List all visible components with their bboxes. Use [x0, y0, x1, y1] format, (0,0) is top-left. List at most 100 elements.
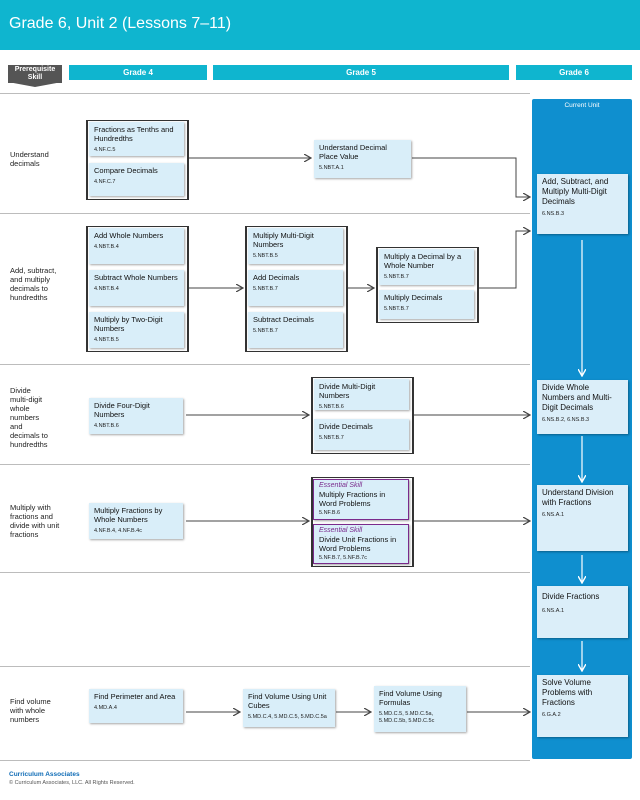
- lesson-title: Divide Whole Numbers and Multi-Digit Dec…: [542, 383, 612, 412]
- standard-code: 4.MD.A.4: [94, 705, 117, 711]
- lesson-title: Add, Subtract, and Multiply Multi-Digit …: [542, 177, 609, 206]
- lesson-box-subtract-decimals[interactable]: Subtract Decimals 5.NBT.B.7: [248, 312, 343, 348]
- lesson-box-volume-formulas[interactable]: Find Volume Using Formulas 5.MD.C.5, 5.M…: [374, 686, 466, 732]
- footer-brand: Curriculum Associates: [9, 771, 80, 778]
- row-divider: [0, 666, 530, 667]
- row-divider: [0, 760, 530, 761]
- standard-code: 6.G.A.2: [542, 712, 561, 718]
- lesson-title: Subtract Whole Numbers: [94, 273, 178, 282]
- lesson-box-divide-multidigit[interactable]: Divide Multi-Digit Numbers 5.NBT.B.6: [314, 379, 409, 410]
- lesson-box-multiply-multidigit[interactable]: Multiply Multi-Digit Numbers 5.NBT.B.5: [248, 228, 343, 264]
- lesson-box-compare-decimals[interactable]: Compare Decimals 4.NF.C.7: [89, 163, 184, 196]
- lesson-title: Divide Decimals: [319, 422, 373, 431]
- standard-code: 5.NBT.B.7: [384, 306, 409, 312]
- lesson-box-perimeter-area[interactable]: Find Perimeter and Area 4.MD.A.4: [89, 689, 183, 723]
- lesson-box-divide-unit-fractions-word-problems[interactable]: Essential Skill Divide Unit Fractions in…: [313, 524, 409, 564]
- skill-add-subtract-multiply-decimals: Add, subtract, and multiply decimals to …: [10, 266, 57, 302]
- grade6-column-header: Grade 6: [516, 65, 632, 80]
- lesson-box-volume-unit-cubes[interactable]: Find Volume Using Unit Cubes 5.MD.C.4, 5…: [243, 689, 335, 727]
- lesson-box-divide-decimals[interactable]: Divide Decimals 5.NBT.B.7: [314, 419, 409, 450]
- lesson-title: Fractions as Tenths and Hundredths: [94, 125, 174, 143]
- lesson-title: Find Volume Using Unit Cubes: [248, 692, 327, 710]
- group-bracket: [311, 377, 414, 454]
- title-bar: Grade 6, Unit 2 (Lessons 7–11): [0, 0, 640, 50]
- group-bracket: [245, 226, 348, 352]
- standard-code: 5.NF.B.6: [319, 510, 341, 516]
- standard-code: 4.NF.B.4, 4.NF.B.4c: [94, 528, 142, 534]
- lesson-box-decimal-place-value[interactable]: Understand Decimal Place Value 5.NBT.A.1: [314, 140, 411, 178]
- group-bracket: [86, 120, 189, 200]
- standard-code: 5.NBT.A.1: [319, 165, 344, 171]
- current-unit-label: Current Unit: [564, 102, 600, 109]
- lesson-box-multiply-fractions-word-problems[interactable]: Essential Skill Multiply Fractions in Wo…: [313, 479, 409, 520]
- row-divider: [0, 464, 530, 465]
- lesson-title: Add Decimals: [253, 273, 300, 282]
- standard-code: 5.NBT.B.5: [253, 253, 278, 259]
- standard-code: 5.MD.C.4, 5.MD.C.5, 5.MD.C.5a: [248, 714, 327, 720]
- lesson-box-divide-fractions[interactable]: Divide Fractions 6.NS.A.1: [537, 586, 628, 638]
- standard-code: 4.NF.C.5: [94, 147, 116, 153]
- lesson-box-multiply-two-digit[interactable]: Multiply by Two-Digit Numbers 4.NBT.B.5: [89, 312, 184, 348]
- lesson-box-multiply-fractions-whole[interactable]: Multiply Fractions by Whole Numbers 4.NF…: [89, 503, 183, 539]
- row-divider: [0, 93, 530, 94]
- lesson-title: Find Perimeter and Area: [94, 692, 176, 701]
- lesson-title: Understand Division with Fractions: [542, 488, 614, 507]
- lesson-box-subtract-whole-numbers[interactable]: Subtract Whole Numbers 4.NBT.B.4: [89, 270, 184, 306]
- skill-find-volume: Find volume with whole numbers: [10, 697, 51, 724]
- lesson-box-add-decimals[interactable]: Add Decimals 5.NBT.B.7: [248, 270, 343, 306]
- lesson-title: Divide Fractions: [542, 592, 600, 601]
- grade4-column-header: Grade 4: [69, 65, 207, 80]
- lesson-box-add-subtract-multiply-multidigit-decimals[interactable]: Add, Subtract, and Multiply Multi-Digit …: [537, 174, 628, 234]
- standard-code: 6.NS.A.1: [542, 608, 565, 614]
- skill-understand-decimals: Understand decimals: [10, 150, 49, 168]
- lesson-title: Solve Volume Problems with Fractions: [542, 678, 593, 707]
- lesson-title: Multiply Decimals: [384, 293, 443, 302]
- lesson-box-add-whole-numbers[interactable]: Add Whole Numbers 4.NBT.B.4: [89, 228, 184, 264]
- lesson-title: Understand Decimal Place Value: [319, 143, 387, 161]
- standard-code: 6.NS.A.1: [542, 512, 565, 518]
- lesson-title: Divide Unit Fractions in Word Problems: [319, 535, 397, 553]
- lesson-box-divide-four-digit[interactable]: Divide Four-Digit Numbers 4.NBT.B.6: [89, 398, 183, 434]
- standard-code: 5.NF.B.7, 5.NF.B.7c: [319, 555, 367, 561]
- lesson-title: Divide Four-Digit Numbers: [94, 401, 150, 419]
- lesson-title: Add Whole Numbers: [94, 231, 164, 240]
- standard-code: 6.NS.B.2, 6.NS.B.3: [542, 417, 590, 423]
- prerequisite-header-pointer: [8, 82, 62, 87]
- group-bracket: [86, 226, 189, 352]
- lesson-title: Compare Decimals: [94, 166, 158, 175]
- standard-code: 5.NBT.B.7: [319, 435, 344, 441]
- lesson-title: Multiply a Decimal by a Whole Number: [384, 252, 462, 270]
- row-divider: [0, 572, 530, 573]
- lesson-title: Multiply by Two-Digit Numbers: [94, 315, 163, 333]
- standard-code: 5.MD.C.5, 5.MD.C.5a, 5.MD.C.5b, 5.MD.C.5…: [379, 711, 435, 724]
- lesson-title: Multiply Multi-Digit Numbers: [253, 231, 314, 249]
- standard-code: 4.NBT.B.4: [94, 244, 119, 250]
- lesson-box-understand-division-fractions[interactable]: Understand Division with Fractions 6.NS.…: [537, 485, 628, 551]
- footer-copyright: © Curriculum Associates, LLC. All Rights…: [9, 780, 135, 786]
- lesson-title: Find Volume Using Formulas: [379, 689, 442, 707]
- group-bracket: [376, 247, 479, 323]
- essential-skill-tag: Essential Skill: [319, 482, 363, 489]
- standard-code: 6.NS.B.3: [542, 211, 565, 217]
- essential-skill-tag: Essential Skill: [319, 527, 363, 534]
- prerequisite-skill-header: Prerequisite Skill: [8, 65, 62, 83]
- lesson-box-fractions-tenths-hundredths[interactable]: Fractions as Tenths and Hundredths 4.NF.…: [89, 122, 184, 156]
- skill-divide-multi-digit: Divide multi-digit whole numbers and dec…: [10, 386, 48, 449]
- grade5-column-header: Grade 5: [213, 65, 509, 80]
- lesson-box-multiply-decimal-whole[interactable]: Multiply a Decimal by a Whole Number 5.N…: [379, 249, 474, 285]
- standard-code: 4.NBT.B.6: [94, 423, 119, 429]
- standard-code: 4.NF.C.7: [94, 179, 116, 185]
- standard-code: 4.NBT.B.5: [94, 337, 119, 343]
- lesson-box-multiply-decimals[interactable]: Multiply Decimals 5.NBT.B.7: [379, 290, 474, 319]
- lesson-title: Multiply Fractions by Whole Numbers: [94, 506, 163, 524]
- lesson-box-volume-fractions[interactable]: Solve Volume Problems with Fractions 6.G…: [537, 675, 628, 737]
- standard-code: 5.NBT.B.7: [384, 274, 409, 280]
- page-title: Grade 6, Unit 2 (Lessons 7–11): [9, 15, 232, 32]
- group-bracket: [311, 477, 414, 567]
- standard-code: 4.NBT.B.4: [94, 286, 119, 292]
- skill-multiply-divide-fractions: Multiply with fractions and divide with …: [10, 503, 60, 539]
- lesson-box-divide-whole-multidigit-decimals[interactable]: Divide Whole Numbers and Multi-Digit Dec…: [537, 380, 628, 434]
- standard-code: 5.NBT.B.7: [253, 328, 278, 334]
- lesson-title: Multiply Fractions in Word Problems: [319, 490, 386, 508]
